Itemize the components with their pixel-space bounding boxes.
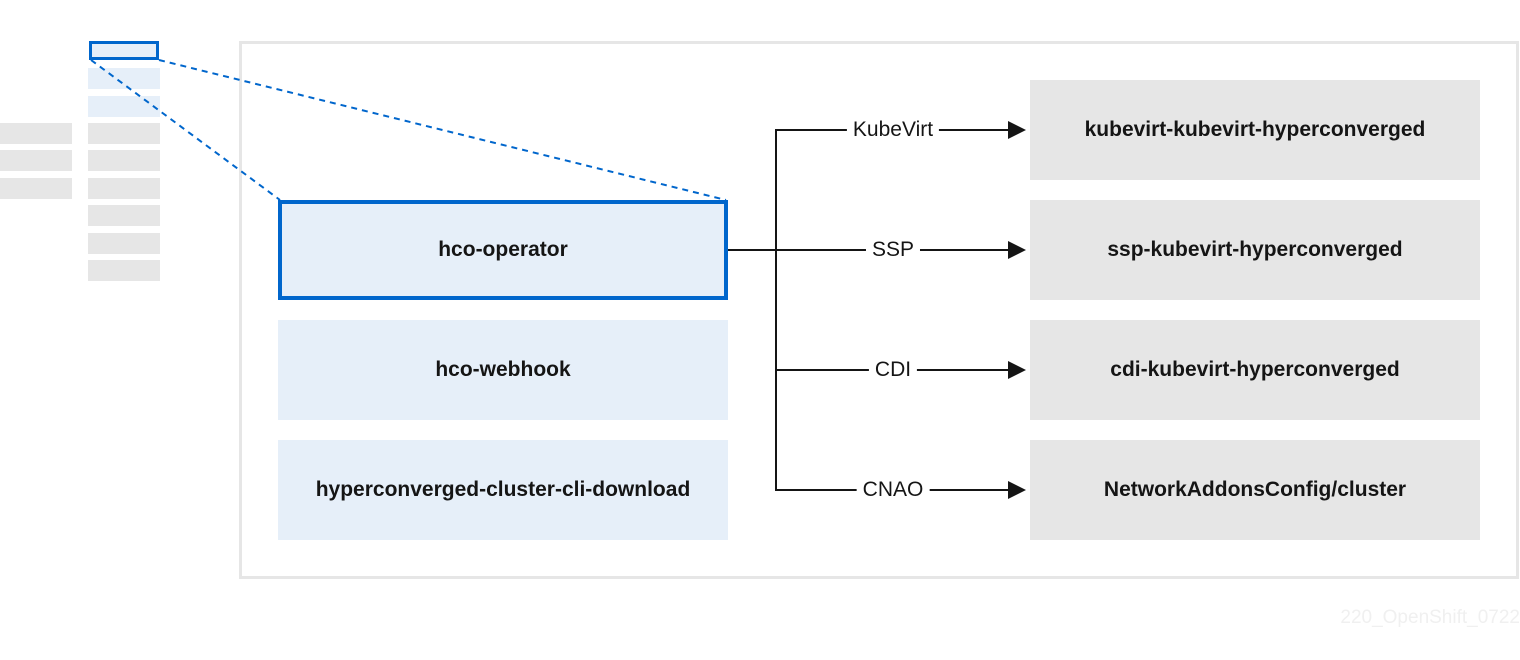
component-label: hco-webhook	[435, 358, 571, 381]
figure-id: 220_OpenShift_0722	[1340, 607, 1520, 628]
edge-label-cdi: CDI	[868, 358, 918, 382]
edge-label-ssp: SSP	[865, 238, 921, 262]
target-label: cdi-kubevirt-hyperconverged	[1110, 358, 1400, 381]
component-label: hco-operator	[438, 238, 568, 261]
mini-block	[0, 123, 72, 144]
component-cli-download: hyperconverged-cluster-cli-download	[278, 440, 728, 540]
target-label: kubevirt-kubevirt-hyperconverged	[1084, 118, 1426, 141]
target-ssp: ssp-kubevirt-hyperconverged	[1030, 200, 1480, 300]
target-cdi: cdi-kubevirt-hyperconverged	[1030, 320, 1480, 420]
target-kubevirt: kubevirt-kubevirt-hyperconverged	[1030, 80, 1480, 180]
mini-block	[88, 68, 160, 89]
mini-block-selected	[89, 41, 159, 60]
target-label: NetworkAddonsConfig/cluster	[1103, 478, 1407, 501]
component-hco-webhook: hco-webhook	[278, 320, 728, 420]
component-hco-operator: hco-operator	[278, 200, 728, 300]
mini-block	[88, 260, 160, 281]
edge-label-kubevirt: KubeVirt	[846, 118, 940, 142]
mini-block	[88, 205, 160, 226]
detail-frame	[239, 41, 1519, 579]
mini-block	[88, 150, 160, 171]
target-label: ssp-kubevirt-hyperconverged	[1107, 238, 1403, 261]
zoom-line-left	[90, 59, 281, 201]
component-label: hyperconverged-cluster-cli-download	[315, 478, 691, 501]
mini-block	[0, 150, 72, 171]
mini-block	[88, 233, 160, 254]
edge-label-cnao: CNAO	[856, 478, 930, 502]
mini-block	[88, 96, 160, 117]
mini-block	[0, 178, 72, 199]
target-cnao: NetworkAddonsConfig/cluster	[1030, 440, 1480, 540]
mini-block	[88, 178, 160, 199]
mini-block	[88, 123, 160, 144]
zoom-line-top	[158, 59, 727, 201]
